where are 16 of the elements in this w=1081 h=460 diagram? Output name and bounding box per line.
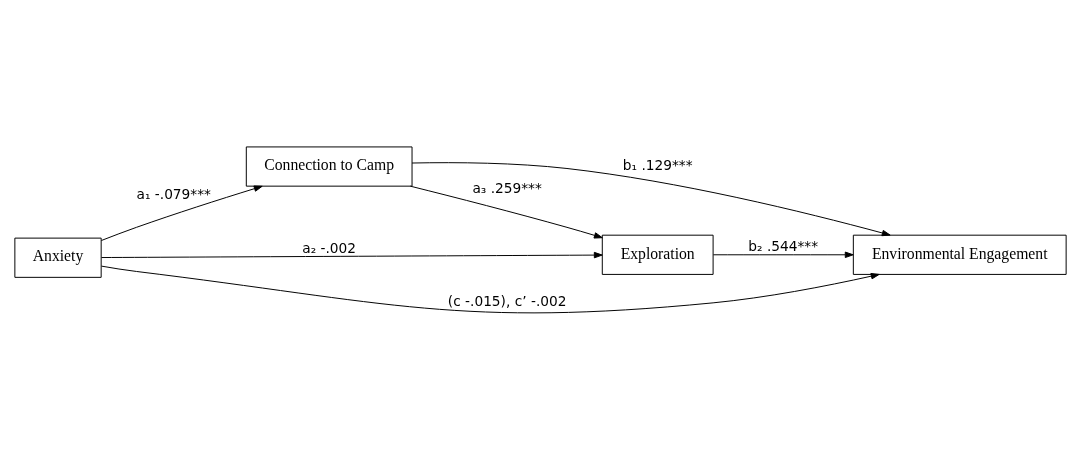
edge-label: a₁ -.079*** <box>136 186 211 203</box>
edge-label: (c -.015), c’ -.002 <box>447 292 567 309</box>
edge-label: a₃ .259*** <box>472 180 542 197</box>
arrow <box>712 251 854 259</box>
edge-label: b₁ .129*** <box>622 156 693 173</box>
node-box: Connection to Camp <box>245 146 413 187</box>
edge-label: b₂ .544*** <box>748 238 819 255</box>
arrow <box>101 251 603 259</box>
node-box: Anxiety <box>14 237 102 278</box>
arrow <box>411 162 891 237</box>
node-box: Environmental Engagement <box>852 234 1067 275</box>
arrow <box>101 265 880 314</box>
edge-label: a₂ -.002 <box>302 240 357 257</box>
arrow <box>100 185 263 241</box>
arrow <box>409 185 603 239</box>
node-box: Exploration <box>601 234 714 275</box>
